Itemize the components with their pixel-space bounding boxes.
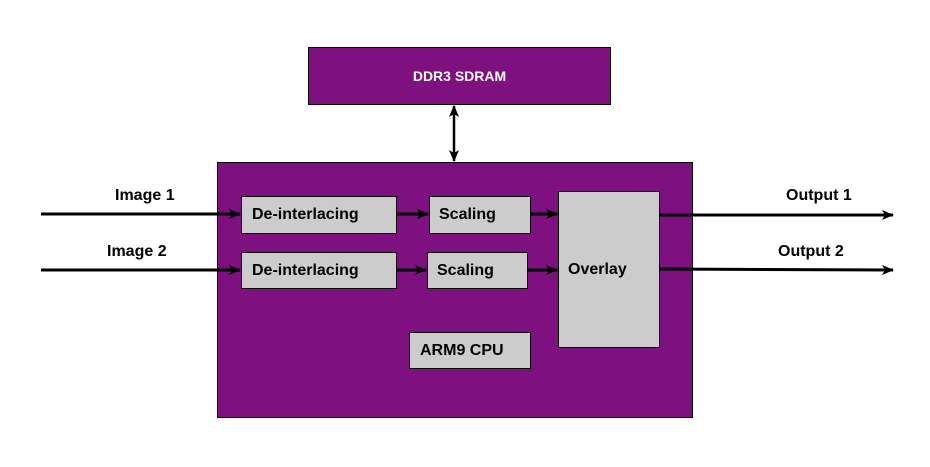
deinterlacing-label-1: De-interlacing (252, 206, 359, 223)
ddr3-sdram-block: DDR3 SDRAM (308, 47, 611, 105)
input-label-2: Image 2 (107, 243, 167, 260)
overlay-block: Overlay (558, 191, 660, 348)
input-label-1: Image 1 (115, 187, 175, 204)
deinterlacing-block-2: De-interlacing (241, 252, 397, 289)
scaling-label-1: Scaling (439, 206, 496, 223)
overlay-label: Overlay (568, 260, 627, 278)
ddr3-sdram-label: DDR3 SDRAM (412, 68, 507, 84)
output-arrow-2 (659, 264, 894, 275)
deinterlacing-label-2: De-interlacing (252, 261, 359, 279)
scaling-block-2: Scaling (427, 252, 528, 289)
arm9-cpu-block: ARM9 CPU (409, 332, 531, 369)
arm9-cpu-label: ARM9 CPU (420, 341, 504, 359)
output-label-1: Output 1 (786, 187, 852, 204)
scaling-label-2: Scaling (437, 261, 494, 279)
scaling-block-1: Scaling (429, 196, 531, 234)
output-label-2: Output 2 (778, 243, 844, 260)
deinterlacing-block-1: De-interlacing (241, 196, 397, 234)
